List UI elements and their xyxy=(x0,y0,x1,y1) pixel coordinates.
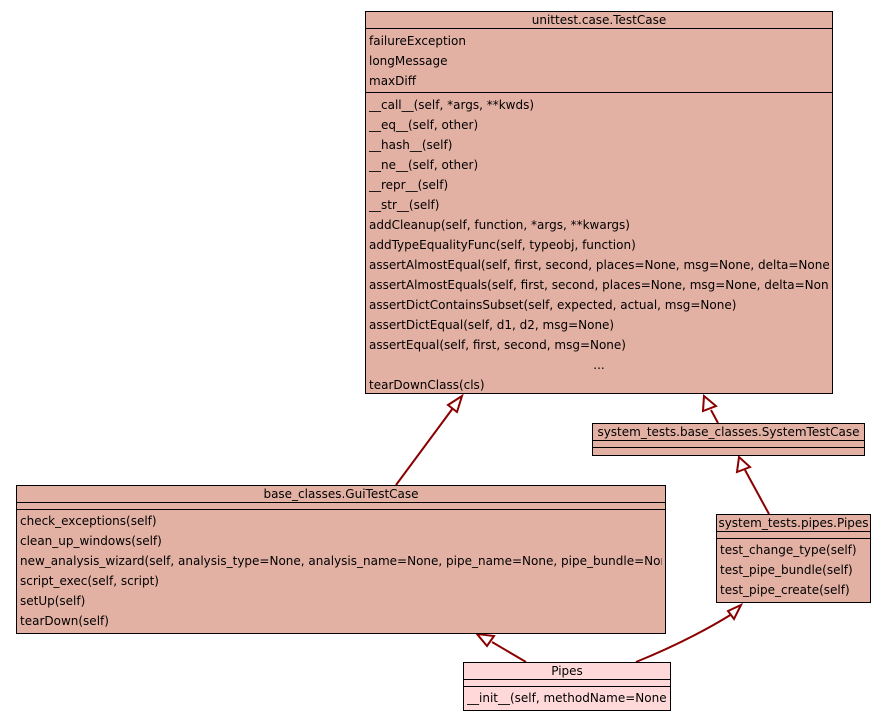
attribute-list xyxy=(717,532,870,539)
edge-systempipes-to-systemtestcase xyxy=(744,469,770,515)
arrowhead-to-testcase-right xyxy=(701,393,718,413)
attribute-list: failureException longMessage maxDiff xyxy=(366,29,832,93)
attribute: maxDiff xyxy=(369,74,416,88)
method: __call__(self, *args, **kwds) xyxy=(369,98,535,112)
attribute: longMessage xyxy=(369,54,448,68)
edge-gui-to-testcase xyxy=(395,407,454,486)
method-list: __call__(self, *args, **kwds) __eq__(sel… xyxy=(366,93,832,395)
attribute-list xyxy=(464,680,670,687)
method-list: __init__(self, methodName=None) xyxy=(464,687,670,708)
edge-pipes-to-gui xyxy=(491,641,527,663)
edge-systemtestcase-to-testcase xyxy=(710,409,719,424)
method: new_analysis_wizard(self, analysis_type=… xyxy=(20,554,662,568)
method: addTypeEqualityFunc(self, typeobj, funct… xyxy=(369,238,636,252)
arrowhead-to-systempipes xyxy=(726,602,744,621)
method: test_pipe_bundle(self) xyxy=(720,563,853,577)
method: assertDictEqual(self, d1, d2, msg=None) xyxy=(369,318,615,332)
arrowhead-to-testcase-left xyxy=(446,393,464,414)
method: assertEqual(self, first, second, msg=Non… xyxy=(369,338,626,352)
attribute: failureException xyxy=(369,34,466,48)
method: __eq__(self, other) xyxy=(369,118,479,132)
method: __str__(self) xyxy=(369,198,440,212)
method: __repr__(self) xyxy=(369,178,449,192)
class-pipes[interactable]: Pipes __init__(self, methodName=None) xyxy=(463,662,671,711)
edge-pipes-to-systempipes xyxy=(635,613,733,663)
method: __hash__(self) xyxy=(369,138,453,152)
method-list: check_exceptions(self) clean_up_windows(… xyxy=(17,510,665,631)
class-systemtestcase[interactable]: system_tests.base_classes.SystemTestCase xyxy=(592,423,865,456)
method: setUp(self) xyxy=(20,594,86,608)
method: tearDown(self) xyxy=(20,614,109,628)
method: check_exceptions(self) xyxy=(20,514,157,528)
method: tearDownClass(cls) xyxy=(369,378,485,392)
class-name: system_tests.base_classes.SystemTestCase xyxy=(593,424,864,441)
method-list: test_change_type(self) test_pipe_bundle(… xyxy=(717,539,870,600)
method: script_exec(self, script) xyxy=(20,574,159,588)
method: assertDictContainsSubset(self, expected,… xyxy=(369,298,737,312)
method: __ne__(self, other) xyxy=(369,158,479,172)
method: assertAlmostEqual(self, first, second, p… xyxy=(369,258,829,272)
method: clean_up_windows(self) xyxy=(20,534,162,548)
class-systempipes[interactable]: system_tests.pipes.Pipes test_change_typ… xyxy=(716,514,871,603)
class-name: system_tests.pipes.Pipes xyxy=(717,516,870,532)
arrowhead-to-guitestcase xyxy=(474,632,496,648)
class-testcase[interactable]: unittest.case.TestCase failureException … xyxy=(365,11,833,394)
class-name: Pipes xyxy=(464,663,670,680)
class-guitestcase[interactable]: base_classes.GuiTestCase check_exception… xyxy=(16,485,666,634)
method: __init__(self, methodName=None) xyxy=(467,691,667,705)
class-name: unittest.case.TestCase xyxy=(366,12,832,29)
arrowhead-to-systemtestcase xyxy=(735,454,752,474)
attribute-list xyxy=(17,503,665,510)
method-list xyxy=(593,448,864,455)
method: addCleanup(self, function, *args, **kwar… xyxy=(369,218,630,232)
attribute-list xyxy=(593,441,864,448)
method: test_change_type(self) xyxy=(720,543,857,557)
method-ellipsis: ... xyxy=(593,358,605,372)
method: test_pipe_create(self) xyxy=(720,583,850,597)
class-name: base_classes.GuiTestCase xyxy=(17,486,665,503)
method: assertAlmostEquals(self, first, second, … xyxy=(369,278,829,292)
